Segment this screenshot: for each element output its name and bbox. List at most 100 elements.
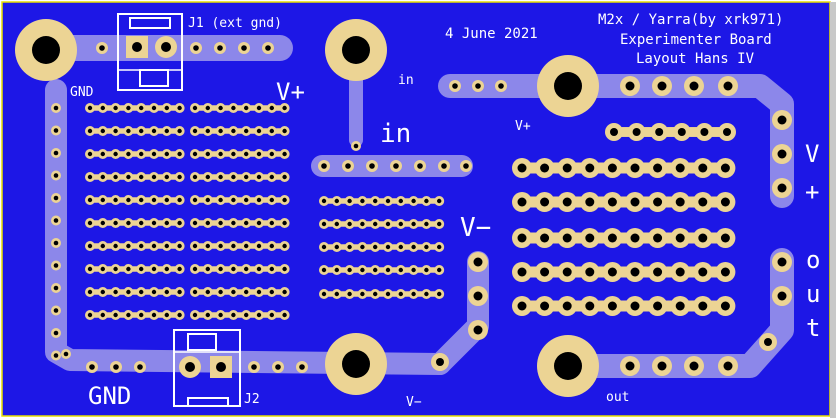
in-bus-pad: [414, 160, 426, 172]
breadboard-strip-center: [319, 219, 445, 229]
vplus-bus-pad: [472, 80, 484, 92]
label-vplus-right-v: V: [805, 140, 819, 168]
breadboard-strip-left: [85, 264, 185, 274]
gnd-header-pad: [262, 42, 274, 54]
mount-hole-gnd: [15, 19, 77, 81]
power-strip: [512, 296, 736, 316]
out-link-pad: [759, 333, 777, 351]
title-line-3: Layout Hans IV: [636, 51, 755, 67]
vplus-large-pad: [718, 76, 738, 96]
label-out-letter-u: u: [806, 280, 820, 308]
breadboard-strip-left: [85, 218, 185, 228]
gnd-header-pad: [238, 42, 250, 54]
vplus-large-pad: [684, 76, 704, 96]
gnd-bottom-pad: [296, 361, 308, 373]
label-in-small: in: [398, 73, 414, 88]
label-vplus-right-plus: +: [805, 178, 819, 206]
breadboard-strip-mid: [190, 195, 290, 205]
gnd-header-pad: [190, 42, 202, 54]
in-bus-pad: [460, 160, 472, 172]
breadboard-strip-center: [319, 289, 445, 299]
breadboard-strip-mid: [190, 218, 290, 228]
breadboard-strip-mid: [190, 241, 290, 251]
label-j1: J1 (ext gnd): [188, 16, 282, 31]
in-link-pad: [351, 141, 361, 151]
breadboard-strip-mid: [190, 310, 290, 320]
breadboard-strip-mid: [190, 149, 290, 159]
label-vplus-big: V+: [276, 78, 305, 106]
vplus-bus-pad: [495, 80, 507, 92]
gnd-bottom-pad: [134, 361, 146, 373]
vplus-side-pad: [772, 144, 792, 164]
in-bus-pad: [342, 160, 354, 172]
gnd-bottom-pad: [248, 361, 260, 373]
out-large-pad: [620, 356, 640, 376]
gnd-rail-pad: [61, 349, 71, 359]
title-line-2: Experimenter Board: [620, 32, 772, 48]
gnd-rail-pad: [51, 238, 61, 248]
out-side-pad: [772, 286, 792, 306]
breadboard-strip-center: [319, 265, 445, 275]
breadboard-strip-mid: [190, 126, 290, 136]
breadboard-strip-center: [319, 196, 445, 206]
breadboard-strip-left: [85, 195, 185, 205]
title-line-1: M2x / Yarra(by xrk971): [598, 12, 783, 28]
breadboard-strip-left: [85, 103, 185, 113]
label-out-small: out: [606, 390, 629, 405]
breadboard-strip-mid: [190, 172, 290, 182]
power-strip: [512, 262, 736, 282]
breadboard-strip-mid: [190, 103, 290, 113]
board-edge-shadow: [830, 2, 836, 418]
label-out-letter-o: o: [806, 246, 820, 274]
mount-hole-vminus: [325, 333, 387, 395]
breadboard-strip-mid: [190, 287, 290, 297]
label-out-letter-t: t: [806, 314, 820, 342]
gnd-rail-pad: [51, 193, 61, 203]
label-vminus-big: V−: [460, 213, 491, 243]
vminus-side-pad: [468, 252, 488, 272]
out-large-pad: [718, 356, 738, 376]
power-strip: [512, 192, 736, 212]
label-gnd-bottom: GND: [88, 382, 131, 410]
gnd-rail-pad: [51, 328, 61, 338]
gnd-rail-pad: [51, 103, 61, 113]
gnd-header-pad: [96, 42, 108, 54]
vminus-side-pad: [468, 320, 488, 340]
gnd-rail-pad: [51, 283, 61, 293]
breadboard-strip-center: [319, 242, 445, 252]
breadboard-strip-left: [85, 287, 185, 297]
label-vminus-small: V−: [406, 395, 422, 410]
breadboard-strip-left: [85, 126, 185, 136]
gnd-bottom-pad: [86, 361, 98, 373]
connector-j1: [117, 13, 183, 91]
gnd-rail-pad: [51, 350, 61, 361]
gnd-rail-pad: [51, 125, 61, 136]
in-bus-pad: [318, 160, 330, 172]
out-side-pad: [772, 252, 792, 272]
gnd-rail-pad: [51, 170, 61, 181]
out-large-pad: [684, 356, 704, 376]
gnd-rail-pad: [51, 305, 61, 316]
pad-layer: [51, 42, 792, 376]
label-vplus-small: V+: [515, 119, 531, 134]
mount-hole-vplus: [537, 55, 599, 117]
breadboard-strip-mid: [190, 264, 290, 274]
gnd-rail-pad: [51, 215, 61, 226]
gnd-header-pad: [214, 42, 226, 54]
in-bus-pad: [366, 160, 378, 172]
vplus-side-pad: [772, 178, 792, 198]
power-strip: [512, 228, 736, 248]
vplus-side-pad: [772, 110, 792, 130]
vminus-link-pad: [431, 353, 449, 371]
header-date: 4 June 2021: [445, 26, 538, 42]
in-bus-pad: [438, 160, 450, 172]
power-strip: [512, 158, 736, 178]
gnd-rail-pad: [51, 148, 61, 158]
out-large-pad: [652, 356, 672, 376]
vminus-side-pad: [468, 286, 488, 306]
in-bus-pad: [390, 160, 402, 172]
vplus-large-pad: [620, 76, 640, 96]
breadboard-strip-left: [85, 310, 185, 320]
gnd-bottom-pad: [272, 361, 284, 373]
